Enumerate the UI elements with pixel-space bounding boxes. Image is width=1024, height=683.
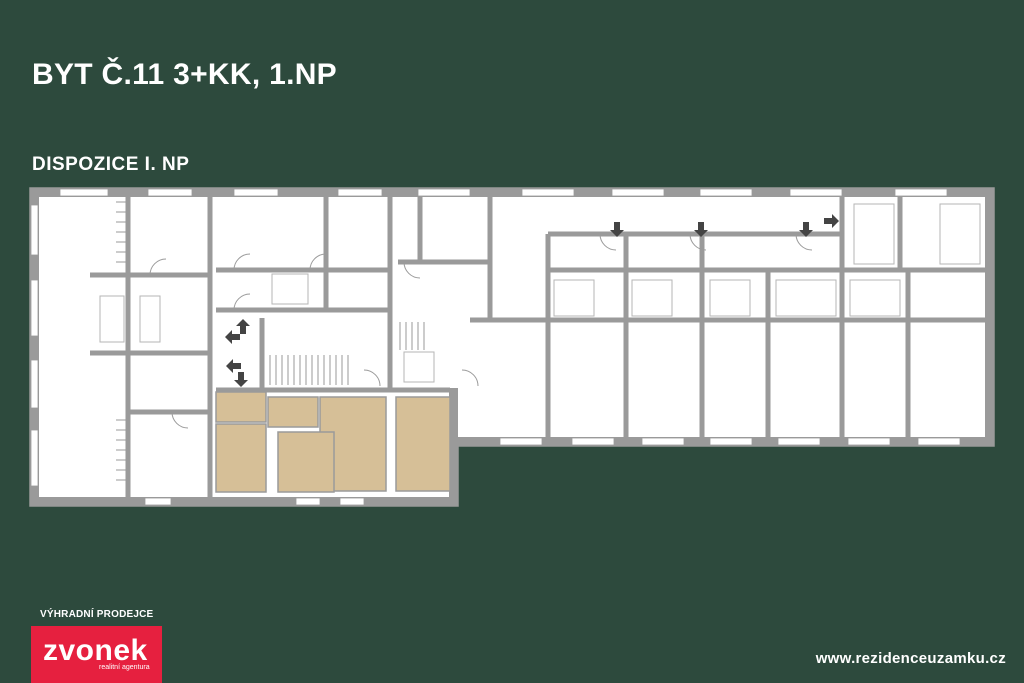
fixtures [99, 203, 981, 383]
entrance-arrows [225, 214, 839, 387]
logo-name: zvonek [43, 634, 148, 667]
exclusive-seller-label: VÝHRADNÍ PRODEJCE [40, 609, 154, 620]
interior-walls [90, 197, 985, 497]
windows-left [30, 204, 39, 487]
zvonek-logo[interactable]: zvonek realitní agentura [31, 626, 162, 683]
windows-top [59, 188, 948, 197]
highlighted-apartment [215, 391, 451, 493]
staircase [116, 201, 425, 481]
section-subtitle: DISPOZICE I. NP [32, 154, 190, 175]
building-outline [29, 187, 995, 507]
door-swings [149, 233, 813, 429]
logo-tagline: realitní agentura [99, 664, 150, 671]
windows-bottom [144, 437, 961, 506]
page-title: BYT Č.11 3+KK, 1.NP [32, 58, 337, 91]
website-link[interactable]: www.rezidenceuzamku.cz [815, 650, 1006, 667]
